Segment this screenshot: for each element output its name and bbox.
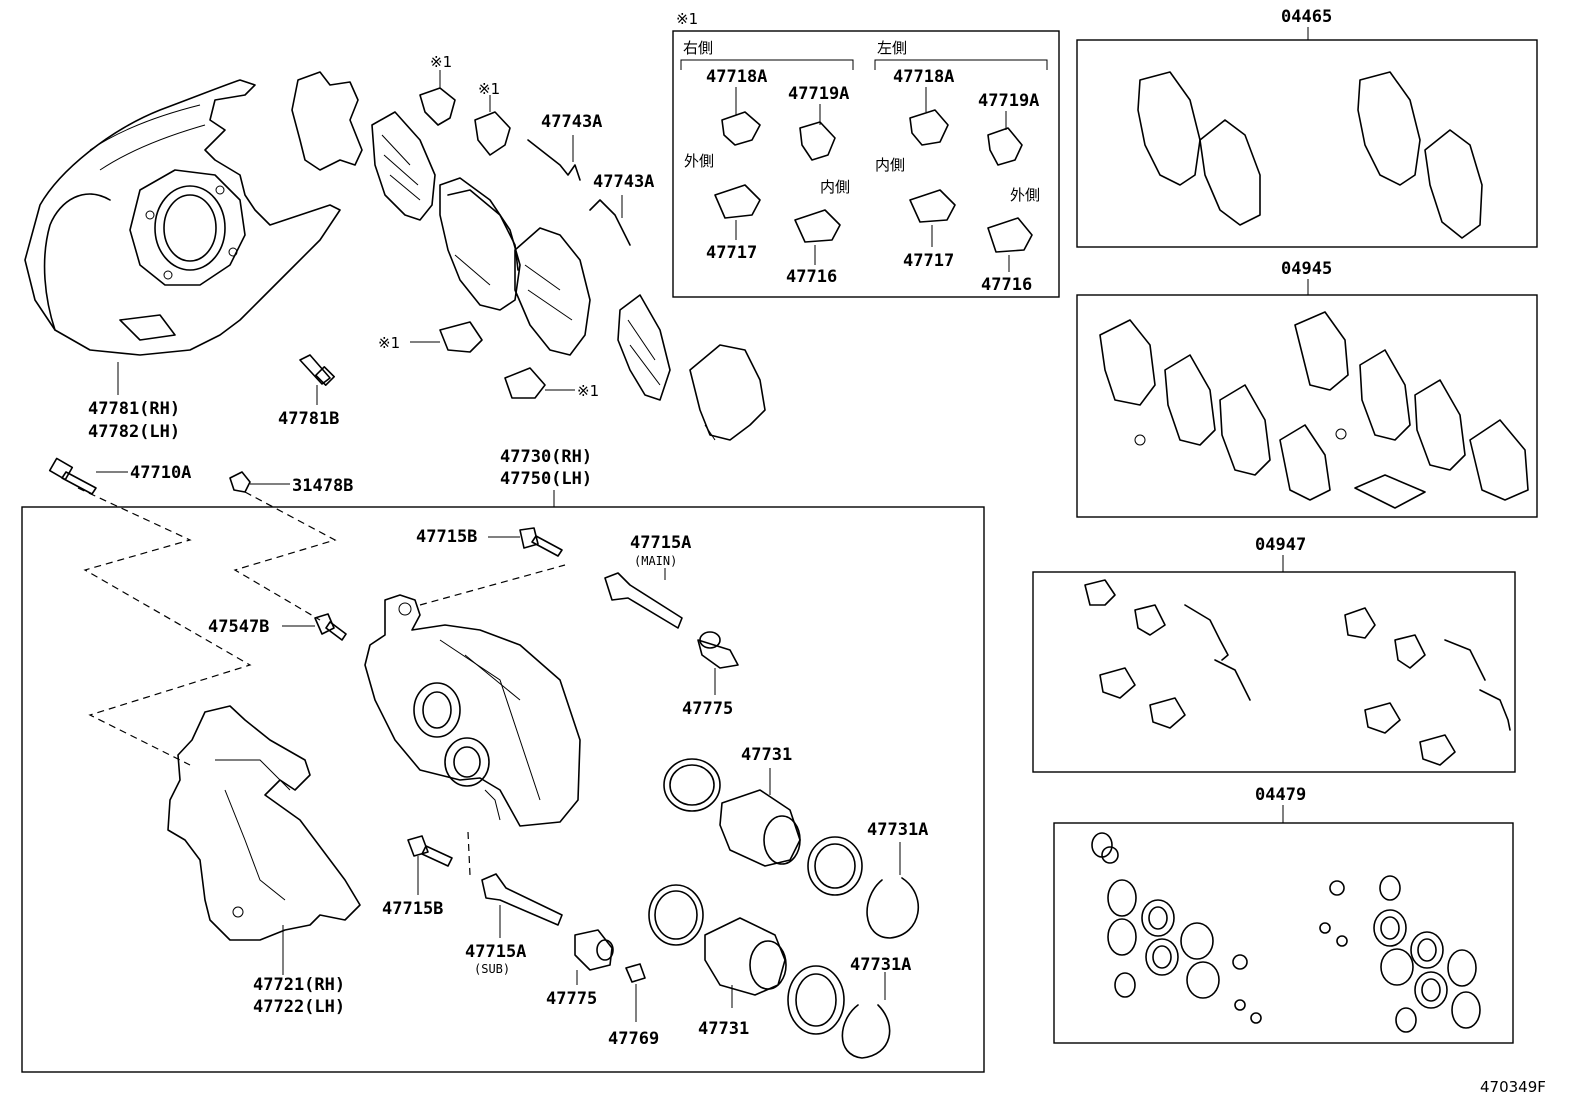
dust-cover [24, 79, 341, 395]
label-47782: 47782(LH) [88, 422, 180, 442]
pad-support-plate-clip-3 [410, 321, 483, 353]
label-47731a-top: 47731A [867, 820, 928, 840]
piston-47731-lower [704, 917, 787, 1008]
label-47730: 47730(RH) [500, 447, 592, 467]
set-ring-47731a-upper [866, 842, 919, 939]
wear-indicator-2 [589, 195, 631, 246]
label-31478b: 31478B [292, 476, 353, 496]
anti-squeal-shim-outer [291, 71, 363, 171]
dash-line-47710a [77, 487, 252, 766]
inset-label-l-47719a: 47719A [978, 91, 1039, 111]
set-ring-47731a-lower [841, 972, 891, 1059]
inset-label-r-inner: 内側 [820, 178, 850, 196]
label-47547b: 47547B [208, 617, 269, 637]
kit-04479-seals [1091, 832, 1481, 1033]
kit-box-04479 [1053, 822, 1514, 1044]
wear-indicator-1 [527, 135, 581, 181]
brake-pad-inner-2 [514, 227, 591, 356]
dash-line-slide-pin [419, 564, 566, 606]
inset-label-l-47716: 47716 [981, 275, 1032, 295]
inset-right-side: 右側 [683, 39, 713, 57]
inset-clips [714, 87, 1033, 272]
inset-left-side: 左側 [877, 39, 907, 57]
kit-box-04465 [1076, 39, 1538, 248]
dash-line-31478b [233, 491, 337, 621]
label-47781: 47781(RH) [88, 399, 180, 419]
label-kit-04465: 04465 [1281, 7, 1332, 27]
boot-47775-bottom [574, 929, 614, 985]
bolt-47781b [299, 354, 335, 405]
anti-squeal-shim-inner [617, 294, 671, 401]
label-kit-04947: 04947 [1255, 535, 1306, 555]
caliper-assembly-box [21, 506, 985, 1073]
brake-pad-outer [371, 111, 436, 221]
piston-seal-upper [663, 758, 721, 812]
cap-31478b [229, 471, 290, 493]
dash-line-sub-pin [467, 831, 471, 876]
label-main: (MAIN) [634, 554, 677, 568]
label-47781b: 47781B [278, 409, 339, 429]
ref-mark-1c: ※1 [378, 334, 400, 352]
anti-squeal-shim-2 [689, 344, 766, 441]
diagram-code: 470349F [1480, 1078, 1546, 1096]
kit-box-04945 [1076, 294, 1538, 518]
piston-boot-upper [807, 836, 863, 896]
boot-47775-top [697, 631, 739, 695]
label-47775-top: 47775 [682, 699, 733, 719]
inset-box [672, 30, 1060, 298]
label-47775-bottom: 47775 [546, 989, 597, 1009]
brake-pad-inner-1 [439, 177, 521, 311]
bolt-47715b-top [488, 527, 563, 557]
caliper-cylinder-body [364, 594, 581, 827]
label-47743a-1: 47743A [541, 112, 602, 132]
bolt-47715b-bottom [407, 835, 453, 895]
label-47731-top: 47731 [741, 745, 792, 765]
ref-mark-1b: ※1 [478, 80, 500, 98]
inset-label-l-inner: 内側 [875, 156, 905, 174]
inset-label-r-outer: 外側 [684, 152, 714, 170]
inset-label-l-outer: 外側 [1010, 186, 1040, 204]
inset-label-l-47717: 47717 [903, 251, 954, 271]
label-47715a-bottom: 47715A [465, 942, 526, 962]
caliper-mounting-bracket [167, 705, 361, 975]
bolt-47710a [48, 457, 128, 495]
inset-label-r-47717: 47717 [706, 243, 757, 263]
inset-label-r-47719a: 47719A [788, 84, 849, 104]
label-47715b-bottom: 47715B [382, 899, 443, 919]
bleeder-plug-47547b [282, 613, 347, 641]
label-47722: 47722(LH) [253, 997, 345, 1017]
label-47715a-top: 47715A [630, 533, 691, 553]
label-kit-04479: 04479 [1255, 785, 1306, 805]
cap-47769 [625, 963, 646, 1022]
inset-label-l-47718a: 47718A [893, 67, 954, 87]
label-47721: 47721(RH) [253, 975, 345, 995]
kit-04947-clips [1084, 579, 1511, 766]
piston-47731-upper [719, 768, 801, 867]
pad-support-plate-clip-4 [504, 367, 575, 399]
inset-ref-mark: ※1 [676, 10, 698, 28]
piston-boot-lower [787, 965, 845, 1035]
kit-04465-pads [1137, 71, 1483, 239]
ref-mark-1a: ※1 [430, 53, 452, 71]
inset-label-r-47716: 47716 [786, 267, 837, 287]
inset-label-r-47718a: 47718A [706, 67, 767, 87]
pad-support-plate-clip-2 [474, 95, 511, 156]
kit-box-04947 [1032, 571, 1516, 773]
label-47750: 47750(LH) [500, 469, 592, 489]
label-sub: (SUB) [474, 962, 510, 976]
label-47731a-bottom: 47731A [850, 955, 911, 975]
piston-seal-lower [648, 884, 704, 946]
label-47769: 47769 [608, 1029, 659, 1049]
slide-pin-sub [481, 873, 563, 938]
label-47731-bottom: 47731 [698, 1019, 749, 1039]
kit-04945-shims [1099, 311, 1529, 509]
label-47715b-top: 47715B [416, 527, 477, 547]
slide-pin-main [604, 568, 683, 629]
ref-mark-1d: ※1 [577, 382, 599, 400]
label-47743a-2: 47743A [593, 172, 654, 192]
label-47710a: 47710A [130, 463, 191, 483]
label-kit-04945: 04945 [1281, 259, 1332, 279]
pad-support-plate-clip-1 [419, 70, 456, 126]
